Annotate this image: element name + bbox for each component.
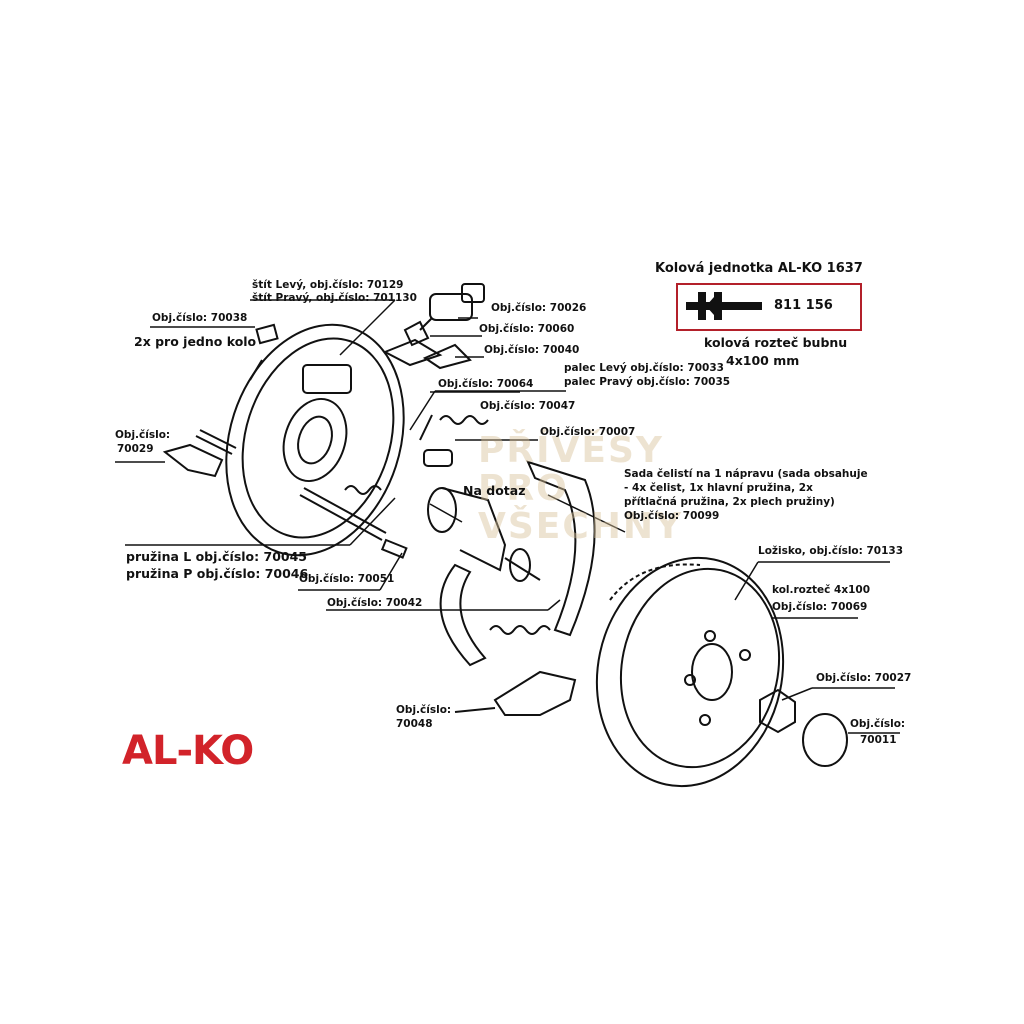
spring-70042: [489, 625, 551, 635]
label-70129: štít Levý, obj.číslo: 70129: [252, 279, 404, 291]
label-70027: Obj.číslo: 70027: [816, 672, 912, 684]
label-70029: Obj.číslo:: [115, 429, 171, 441]
product-code: 811 156: [774, 298, 833, 313]
watermark-line: PŘÍVĚSY: [478, 430, 664, 471]
label-na-dotaz: Na dotaz: [463, 483, 526, 498]
spring-70045: [344, 485, 382, 495]
label-70064: Obj.číslo: 70064: [438, 378, 534, 390]
spacing-label-1: kolová rozteč bubnu: [704, 335, 848, 350]
label-70007: Obj.číslo: 70007: [540, 426, 636, 438]
label-70051: Obj.číslo: 70051: [299, 573, 395, 585]
label-70048-number: 70048: [396, 718, 433, 730]
brake-shoe-lower: [439, 563, 487, 667]
label-70040: Obj.číslo: 70040: [484, 344, 580, 356]
label-70038: Obj.číslo: 70038: [152, 312, 248, 324]
label-70069: Obj.číslo: 70069: [772, 601, 868, 613]
watermark-line: VŠECHNY: [478, 506, 684, 547]
label-70048: Obj.číslo:: [396, 704, 452, 716]
axle-symbol-icon: [686, 292, 762, 320]
label-shoe-set-1: Sada čelistí na 1 nápravu (sada obsahuje: [624, 468, 868, 480]
label-70133: Ložisko, obj.číslo: 70133: [758, 545, 904, 557]
label-70011-number: 70011: [860, 734, 897, 746]
part-70040b: [422, 343, 472, 370]
label-70042: Obj.číslo: 70042: [327, 597, 423, 609]
axle-stub: [427, 487, 541, 582]
pin-70007: [423, 449, 453, 467]
label-70029-number: 70029: [117, 443, 154, 455]
brake-drum: [595, 556, 785, 788]
pins: [195, 429, 408, 559]
code-box: 811 156: [676, 283, 862, 331]
part-70060: [403, 320, 430, 347]
hub-cap-70011: [802, 713, 848, 767]
alko-logo: AL-KO: [122, 728, 254, 774]
lever-70048: [493, 670, 577, 716]
pin-70064: [419, 414, 433, 441]
label-70026: Obj.číslo: 70026: [491, 302, 587, 314]
leader-lines: [115, 299, 900, 734]
clip-70038: [255, 323, 279, 345]
label-70046: pružina P obj.číslo: 70046: [126, 566, 309, 581]
spring-70047: [439, 415, 489, 425]
label-70035: palec Pravý obj.číslo: 70035: [564, 376, 731, 388]
label-shoe-set-3: přítlačná pružina, 2x plech pružiny): [624, 496, 835, 508]
watermark: PŘÍVĚSY PRO VŠECHNY: [478, 432, 683, 546]
label-70045: pružina L obj.číslo: 70045: [126, 549, 307, 564]
watermark-line: PRO: [478, 468, 569, 509]
label-70011: Obj.číslo:: [850, 718, 906, 730]
label-701130: štít Pravý, obj.číslo: 701130: [252, 292, 417, 304]
nut-70027: [759, 688, 796, 734]
unit-title: Kolová jednotka AL-KO 1637: [655, 261, 863, 276]
label-70033: palec Levý obj.číslo: 70033: [564, 362, 724, 374]
backing-plate: [225, 323, 405, 557]
label-2x: 2x pro jedno kolo: [134, 334, 257, 349]
label-shoe-set-2: - 4x čelist, 1x hlavní pružina, 2x: [624, 482, 813, 494]
label-70060: Obj.číslo: 70060: [479, 323, 575, 335]
part-70040: [382, 338, 443, 367]
bracket-70029: [162, 443, 224, 478]
label-spacing-4x100: kol.rozteč 4x100: [772, 584, 871, 596]
label-shoe-set-4: Obj.číslo: 70099: [624, 510, 720, 522]
label-70047: Obj.číslo: 70047: [480, 400, 576, 412]
spacing-label-2: 4x100 mm: [726, 353, 800, 368]
cylinder-70026: [419, 283, 485, 331]
